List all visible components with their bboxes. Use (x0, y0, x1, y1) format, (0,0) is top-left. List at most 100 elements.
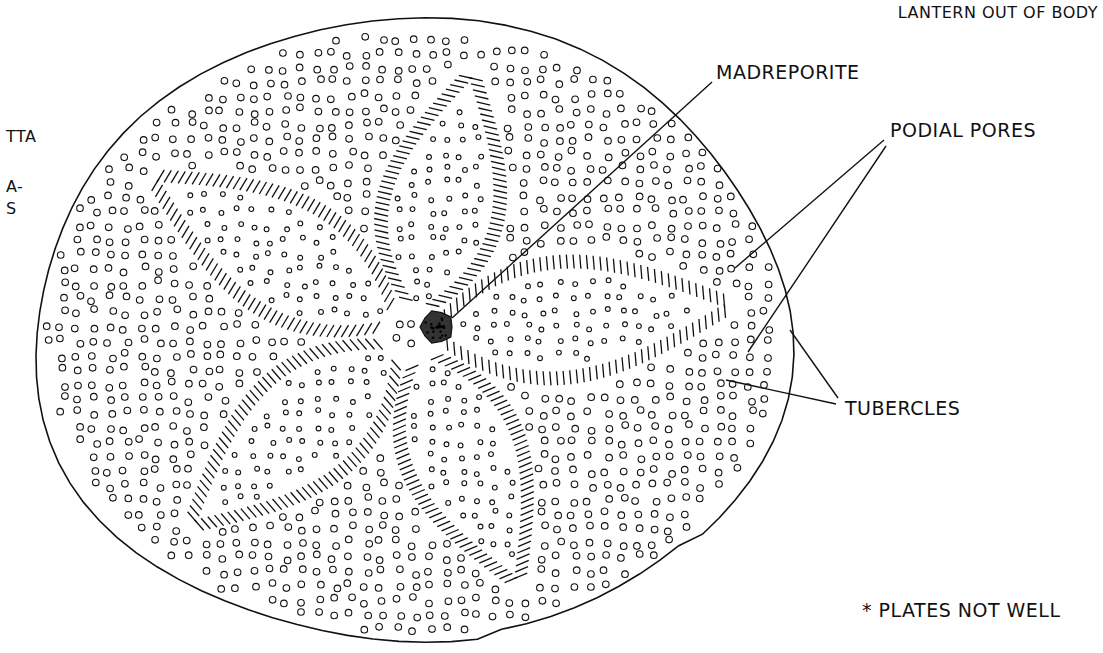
podial-pore-row (474, 554, 487, 560)
tubercle-dot (568, 454, 575, 461)
podial-pore-row (493, 190, 507, 193)
pore-dot (285, 227, 290, 232)
pore-dot (446, 501, 451, 506)
tubercle-dot (173, 408, 180, 415)
tubercle-dot (618, 137, 625, 144)
pore-dot (316, 426, 321, 431)
pore-dot (281, 454, 286, 459)
tubercle-dot (280, 148, 287, 155)
tubercle-dot (633, 481, 640, 488)
tubercle-dot (542, 222, 549, 229)
tubercle-dot (152, 134, 159, 141)
podial-pore-row (221, 514, 230, 525)
tubercle-dot (618, 555, 625, 562)
tubercle-dot (442, 613, 449, 620)
tubercle-dot (125, 226, 132, 233)
tubercle-dot (152, 424, 159, 431)
tubercle-dot (507, 225, 514, 232)
tubercle-dot (686, 383, 693, 390)
tubercle-dot (583, 498, 590, 505)
tubercle-dot (312, 507, 319, 514)
podial-pore-row (343, 225, 350, 237)
tubercle-dot (505, 147, 512, 154)
podial-pore-row (384, 290, 391, 302)
tubercle-dot (350, 148, 357, 155)
tubercle-dot (686, 369, 693, 376)
tubercle-dot (365, 494, 372, 501)
tubercle-dot (635, 511, 642, 518)
pore-dot (430, 255, 435, 260)
tubercle-dot (184, 482, 191, 489)
tubercle-dot (137, 196, 144, 203)
tubercle-dot (62, 279, 69, 286)
tubercle-dot (120, 427, 127, 434)
tubercle-dot (203, 541, 210, 548)
tubercle-dot (618, 441, 625, 448)
tubercle-dot (632, 397, 639, 404)
tubercle-dot (649, 480, 656, 487)
tubercle-dot (525, 124, 532, 131)
podial-pore-row (170, 209, 177, 221)
tubercle-dot (189, 111, 196, 118)
podial-pore-row (468, 375, 481, 381)
podial-pore-row (501, 269, 502, 283)
tubercle-dot (297, 104, 304, 111)
tubercle-dot (377, 455, 384, 462)
tubercle-dot (588, 553, 595, 560)
pore-dot (474, 472, 479, 477)
tubercle-dot (298, 600, 305, 607)
podial-pore-row (157, 170, 164, 182)
tubercle-dot (478, 51, 485, 58)
pore-dot (347, 440, 352, 445)
pore-dot (636, 340, 641, 345)
pore-dot (316, 408, 321, 413)
pore-dot (361, 296, 366, 301)
podial-pore-row (393, 419, 406, 425)
podial-pore-row (586, 255, 587, 269)
pore-dot (264, 279, 269, 284)
pore-dot (314, 240, 319, 245)
tubercle-dot (558, 538, 565, 545)
pore-dot (280, 426, 285, 431)
tubercle-dot (72, 325, 79, 332)
tubercle-dot (248, 66, 255, 73)
podial-pore-row (710, 288, 711, 302)
tubercle-dot (729, 425, 736, 432)
podial-pore-row (222, 432, 231, 443)
tubercle-dot (328, 49, 335, 56)
pore-dot (478, 440, 483, 445)
pore-dot (430, 425, 435, 430)
podial-pore-row (409, 485, 422, 490)
podial-pore-row (233, 286, 240, 298)
tubercle-dot (77, 293, 84, 300)
podial-pore-row (277, 366, 286, 377)
tubercle-dot (171, 539, 178, 546)
tubercle-dot (526, 408, 533, 415)
pore-dot (494, 294, 499, 299)
pore-dot (431, 137, 436, 142)
tubercle-dot (284, 557, 291, 564)
tubercle-dot (668, 225, 675, 232)
podial-pore-row (516, 560, 529, 566)
tubercle-dot (731, 455, 738, 462)
tubercle-dot (426, 553, 433, 560)
pore-dot (477, 395, 482, 400)
tubercle-dot (553, 407, 560, 414)
tubercle-dot (760, 308, 767, 315)
pore-dot (475, 326, 480, 331)
tubercle-dot (749, 399, 756, 406)
tubercle-dot (715, 438, 722, 445)
podial-pore-row (415, 494, 428, 500)
tubercle-dot (568, 122, 575, 129)
pore-dot (427, 167, 432, 172)
podial-pore-row (410, 131, 424, 134)
tubercle-dot (489, 613, 496, 620)
podial-pore-row (469, 288, 470, 302)
tubercle-dot (154, 355, 161, 362)
podial-pore-row (455, 538, 468, 543)
tubercle-dot (765, 295, 772, 302)
tubercle-dot (330, 566, 337, 573)
tubercle-dot (699, 252, 706, 259)
tubercle-dot (74, 367, 81, 374)
tubercle-dot (234, 149, 241, 156)
